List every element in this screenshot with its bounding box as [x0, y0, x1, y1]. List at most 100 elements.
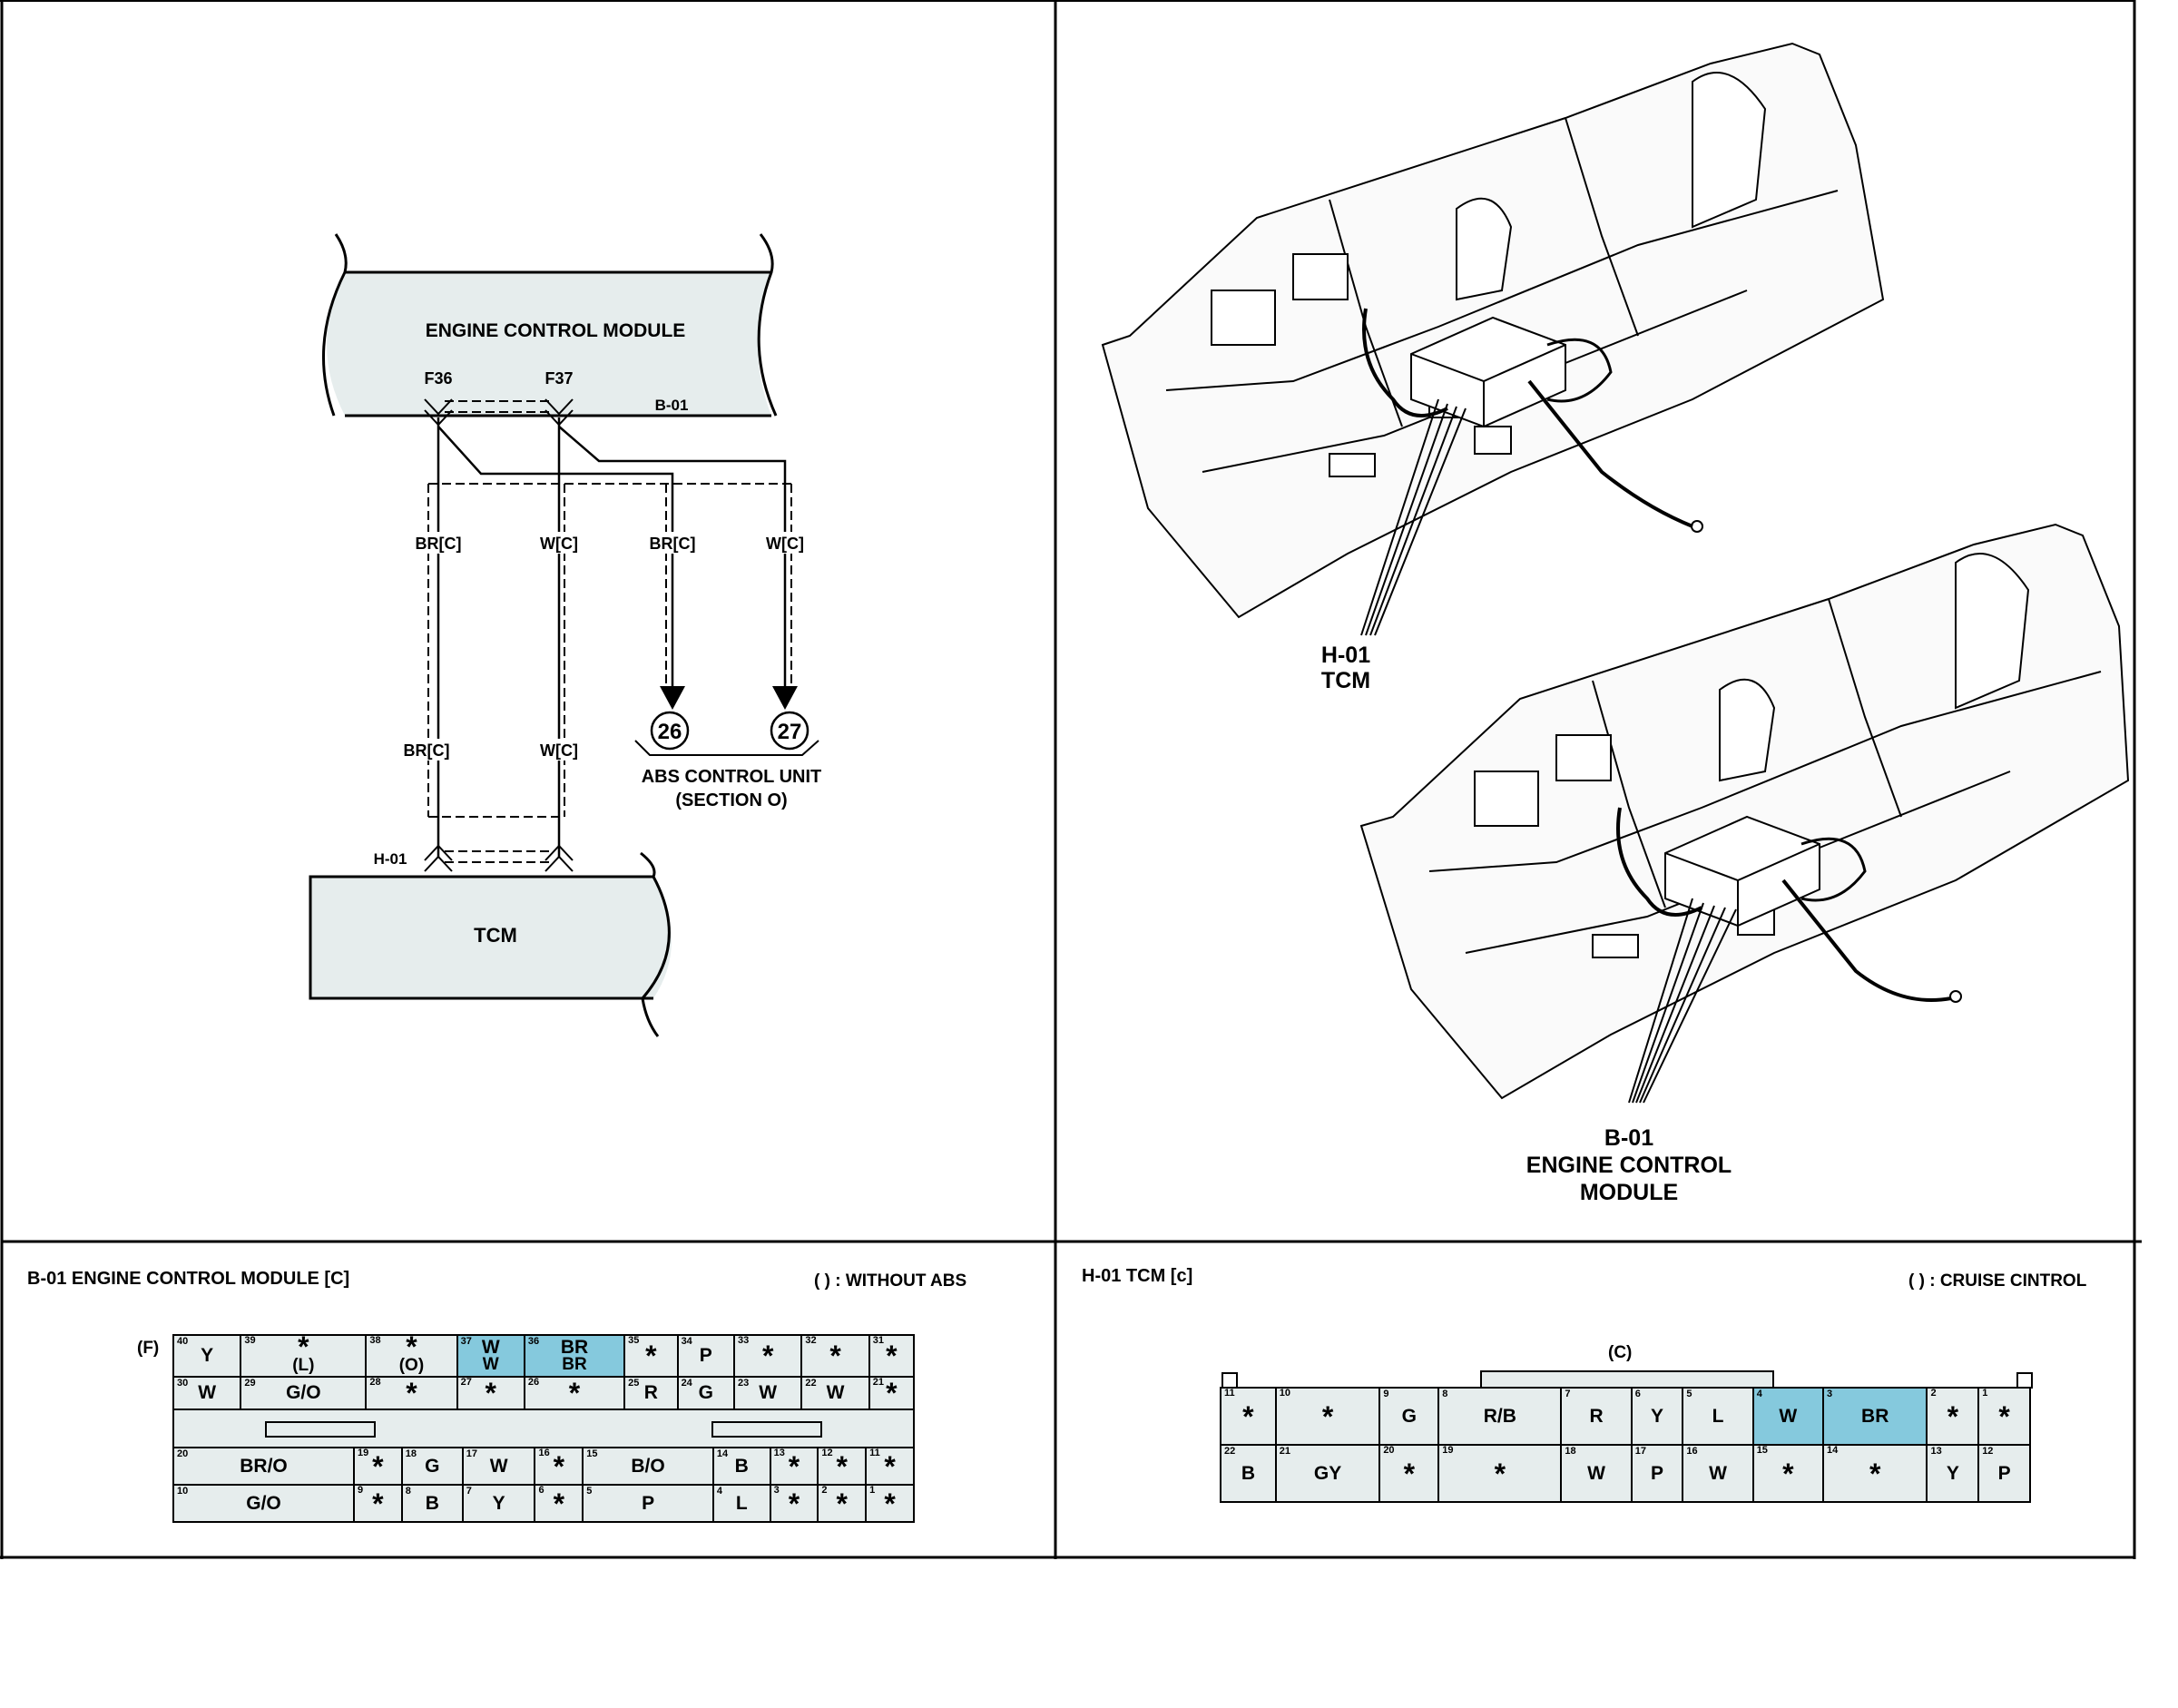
ecm-unit-lower: [1616, 807, 1962, 1104]
pin-number: 11: [869, 1448, 880, 1458]
wire-color: *: [645, 1339, 657, 1372]
pin-number: 6: [538, 1485, 544, 1496]
wire-color: *: [836, 1449, 848, 1483]
pin-number: 8: [405, 1486, 411, 1497]
abs-ref-27: 27: [778, 720, 802, 744]
connector-pin-cell: 1*: [1977, 1387, 2031, 1446]
pin-number: 20: [1383, 1445, 1395, 1456]
wire-color: B/O: [631, 1455, 665, 1477]
wire-color-alt: (L): [292, 1356, 315, 1376]
pin-number: 37: [460, 1336, 472, 1347]
connector-pin-cell: 10*: [1274, 1387, 1381, 1446]
abs-label-line2: (SECTION O): [675, 790, 787, 810]
wire-color: B: [734, 1455, 749, 1477]
pin-number: 22: [805, 1377, 817, 1389]
tcm-connector-top-label: (C): [1608, 1343, 1633, 1362]
connector-pin-cell: 2*: [817, 1484, 868, 1523]
pin-number: 12: [821, 1448, 833, 1458]
connector-pin-cell: 11*: [1220, 1387, 1277, 1446]
connector-pin-cell: 39*(L): [240, 1332, 368, 1378]
connector-pin-cell: 35*: [623, 1334, 679, 1378]
ecm-connector-key-bar: [172, 1410, 915, 1447]
pin-number: 9: [1383, 1389, 1389, 1399]
wire-color: G: [425, 1455, 440, 1477]
pin-number: 14: [716, 1448, 729, 1459]
callout-tcm-line2: TCM: [1321, 668, 1370, 693]
connector-pin-cell: 26*: [523, 1375, 626, 1411]
pin-number: 17: [1634, 1446, 1646, 1457]
wire-br-upper: BR[C]: [416, 535, 462, 553]
wire-color: B: [425, 1492, 439, 1514]
tcm-unit-upper: [1360, 308, 1703, 636]
ecm-connector-id: B-01: [655, 397, 689, 414]
pin-number: 1: [869, 1485, 876, 1496]
pin-number: 38: [369, 1335, 381, 1346]
pin-number: 4: [716, 1486, 723, 1497]
wire-color: *: [406, 1330, 417, 1364]
connector-pin-cell: 14*: [1821, 1444, 1928, 1503]
connector-pin-cell: 19*: [353, 1447, 403, 1486]
ecm-key-slot-left: [265, 1421, 376, 1438]
pin-number: 30: [177, 1377, 189, 1389]
pin-number: 25: [628, 1377, 640, 1389]
connector-pin-cell: 1*: [865, 1484, 915, 1523]
wire-color: W: [1587, 1462, 1605, 1484]
wire-color: BR: [560, 1336, 589, 1358]
pin-number: 15: [1756, 1445, 1768, 1456]
pin-number: 6: [1634, 1389, 1641, 1399]
pin-number: 27: [460, 1376, 472, 1388]
wire-color: *: [372, 1487, 384, 1520]
pin-number: 7: [1565, 1389, 1571, 1399]
wire-color: BR: [1861, 1405, 1889, 1427]
wire-color: G: [698, 1381, 713, 1403]
wire-color: *: [884, 1449, 896, 1483]
pin-number: 39: [244, 1335, 256, 1346]
pin-number: 24: [681, 1377, 692, 1389]
ecm-pin-f36: F36: [424, 369, 452, 388]
tcm-connector-title: H-01 TCM [c]: [1082, 1266, 1193, 1286]
wire-color-alt: W: [482, 1354, 499, 1374]
pin-number: 4: [1756, 1389, 1762, 1399]
pin-number: 33: [738, 1335, 750, 1346]
connector-pin-cell: 13*: [769, 1447, 819, 1486]
arrow-to-abs-27: [772, 686, 798, 710]
pin-number: 2: [1930, 1388, 1937, 1399]
wire-color: G: [1401, 1405, 1417, 1427]
pin-number: 3: [1826, 1389, 1833, 1399]
pin-number: 18: [1565, 1446, 1576, 1457]
connector-pin-cell: 2*: [1926, 1387, 1980, 1446]
wire-color: *: [372, 1449, 384, 1483]
wire-color: *: [485, 1376, 496, 1409]
pin-number: 1: [1982, 1388, 1988, 1399]
wire-color: P: [699, 1344, 712, 1366]
pin-number: 12: [1982, 1446, 1994, 1457]
pin-number: 13: [1930, 1446, 1942, 1457]
connector-pin-cell: 20*: [1378, 1444, 1440, 1503]
wire-color: *: [1494, 1457, 1506, 1490]
pin-number: 21: [1279, 1446, 1291, 1457]
abs-ref-27-circle: [770, 711, 809, 751]
wire-color: *: [884, 1487, 896, 1520]
tcm-connector-id: H-01: [374, 850, 407, 868]
wire-w-lower: W[C]: [540, 741, 578, 760]
tcm-latch-left: [1221, 1372, 1238, 1389]
connector-pin-cell: 28*: [365, 1375, 458, 1411]
